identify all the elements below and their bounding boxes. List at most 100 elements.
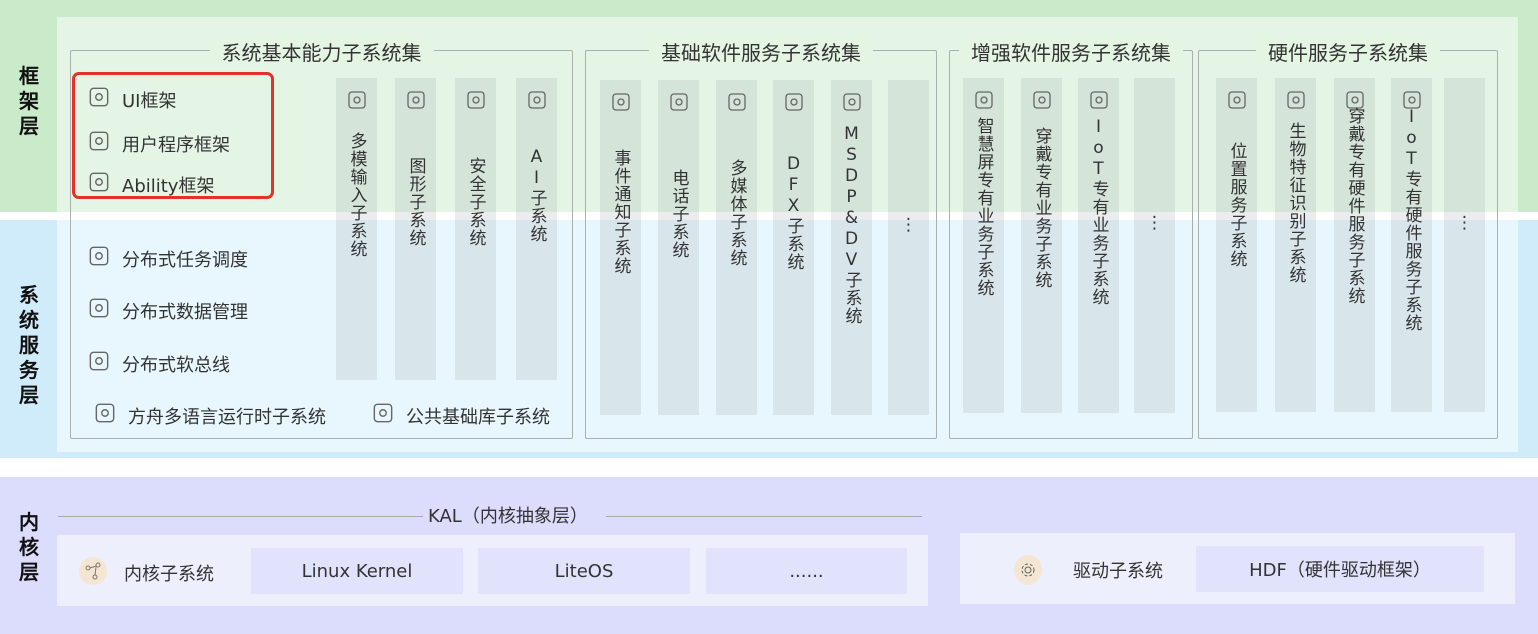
layer-label-kernel: 内核层 — [19, 510, 39, 584]
multimodal-input-icon — [345, 78, 369, 116]
group-basic-capability: 系统基本能力子系统集 — [70, 37, 573, 439]
subsystem-label: ⋮ — [1144, 213, 1165, 234]
group-title: 基础软件服务子系统集 — [649, 37, 873, 66]
subsystem-label: 位置服务子系统 — [1226, 142, 1247, 268]
list-item: Ability框架 — [86, 169, 214, 200]
kernel-more: ...... — [706, 548, 907, 594]
location-icon — [1225, 78, 1249, 116]
biometric-icon — [1284, 78, 1308, 116]
group-basic-software-service: 基础软件服务子系统集 — [585, 37, 937, 439]
data-management-icon — [86, 295, 112, 326]
subsystem-label: ⋮ — [898, 215, 919, 236]
layers-icon — [86, 169, 112, 200]
subsystem-label: 事件通知子系统 — [610, 149, 631, 275]
item-label: Ability框架 — [122, 175, 215, 197]
list-item: 公共基础库子系统 — [370, 400, 550, 431]
item-label: 用户程序框架 — [122, 134, 230, 156]
subsystem-column: ⋮ — [1134, 78, 1175, 413]
subsystem-label: 多媒体子系统 — [726, 159, 747, 267]
notification-icon — [609, 80, 633, 118]
subsystem-label: 生物特征识别子系统 — [1285, 122, 1306, 284]
iot-icon — [1087, 78, 1111, 116]
item-label: 分布式任务调度 — [122, 249, 248, 271]
media-icon — [725, 80, 749, 118]
list-item: 分布式数据管理 — [86, 295, 248, 326]
subsystem-column: 安全子系统 — [455, 78, 496, 380]
subsystem-label: 穿戴专有硬件服务子系统 — [1344, 107, 1365, 305]
subsystem-label: IoT专有硬件服务子系统 — [1401, 107, 1422, 332]
subsystem-label: 穿戴专有业务子系统 — [1031, 127, 1052, 289]
ai-icon — [525, 78, 549, 116]
kernel-subsystem-box: 内核子系统 Linux Kernel LiteOS ...... — [57, 535, 928, 606]
kal-line-right — [606, 516, 922, 517]
kal-label: KAL（内核抽象层） — [428, 506, 588, 527]
item-label: 公共基础库子系统 — [406, 406, 550, 428]
kernel-icon — [79, 557, 107, 585]
iot-hardware-icon — [1400, 78, 1424, 116]
subsystem-label: DFX子系统 — [783, 154, 804, 271]
list-item: UI框架 — [86, 84, 176, 115]
phone-icon — [667, 80, 691, 118]
item-label: 方舟多语言运行时子系统 — [128, 406, 326, 428]
subsystem-column: 穿戴专有业务子系统 — [1021, 78, 1062, 413]
group-hardware-service: 硬件服务子系统集 — [1198, 37, 1498, 439]
item-label: UI框架 — [122, 90, 177, 112]
driver-subsystem-label: 驱动子系统 — [1073, 561, 1163, 582]
subsystem-label: 安全子系统 — [465, 157, 486, 247]
subsystem-column: 电话子系统 — [658, 80, 699, 415]
group-title: 硬件服务子系统集 — [1256, 37, 1440, 66]
gear-icon — [1014, 555, 1042, 585]
smart-screen-icon — [972, 78, 996, 116]
subsystem-panel — [57, 17, 1518, 452]
subsystem-column: 多模输入子系统 — [336, 78, 377, 380]
layer-label-framework: 框架层 — [19, 64, 39, 138]
driver-subsystem-box: 驱动子系统 HDF（硬件驱动框架） — [960, 533, 1515, 604]
kernel-linux: Linux Kernel — [251, 548, 463, 594]
list-item: 用户程序框架 — [86, 128, 230, 159]
cube-icon — [370, 400, 396, 431]
list-item: 分布式任务调度 — [86, 243, 248, 274]
key-icon — [464, 78, 488, 116]
list-item: 方舟多语言运行时子系统 — [92, 400, 326, 431]
subsystem-column: 多媒体子系统 — [716, 80, 757, 415]
soft-bus-icon — [86, 348, 112, 379]
highlight-box — [72, 72, 274, 199]
subsystem-column: MSDP&DV子系统 — [831, 80, 872, 415]
task-schedule-icon — [86, 243, 112, 274]
ui-framework-icon — [86, 84, 112, 115]
subsystem-column: AI子系统 — [516, 78, 557, 380]
subsystem-column: 图形子系统 — [395, 78, 436, 380]
graphics-icon — [404, 78, 428, 116]
msdp-icon — [840, 80, 864, 118]
kernel-liteos: LiteOS — [478, 548, 690, 594]
subsystem-column: IoT专有业务子系统 — [1078, 78, 1119, 413]
subsystem-label: IoT专有业务子系统 — [1088, 117, 1109, 306]
list-item: 分布式软总线 — [86, 348, 230, 379]
subsystem-column: 位置服务子系统 — [1216, 78, 1257, 412]
subsystem-label: ⋮ — [1454, 213, 1475, 234]
group-title: 增强软件服务子系统集 — [959, 37, 1183, 66]
group-title: 系统基本能力子系统集 — [209, 37, 434, 66]
dfx-icon — [782, 80, 806, 118]
app-framework-icon — [86, 128, 112, 159]
wearable-hardware-icon — [1343, 78, 1367, 116]
subsystem-column: 事件通知子系统 — [600, 80, 641, 415]
subsystem-column: IoT专有硬件服务子系统 — [1391, 78, 1432, 412]
subsystem-label: 电话子系统 — [668, 169, 689, 259]
subsystem-column: 穿戴专有硬件服务子系统 — [1334, 78, 1375, 412]
subsystem-label: MSDP&DV子系统 — [841, 124, 862, 325]
subsystem-label: AI子系统 — [526, 147, 547, 243]
subsystem-label: 智慧屏专有业务子系统 — [973, 117, 994, 297]
group-enhanced-software-service: 增强软件服务子系统集 — [949, 37, 1193, 439]
item-label: 分布式软总线 — [122, 354, 230, 376]
ark-runtime-icon — [92, 400, 118, 431]
kernel-subsystem-label: 内核子系统 — [124, 564, 214, 585]
subsystem-column: 智慧屏专有业务子系统 — [963, 78, 1004, 413]
hdf-box: HDF（硬件驱动框架） — [1196, 546, 1484, 592]
item-label: 分布式数据管理 — [122, 301, 248, 323]
subsystem-column: 生物特征识别子系统 — [1275, 78, 1316, 412]
subsystem-column: ⋮ — [888, 80, 929, 415]
subsystem-label: 多模输入子系统 — [346, 132, 367, 258]
wearable-icon — [1030, 78, 1054, 116]
subsystem-column: DFX子系统 — [773, 80, 814, 415]
